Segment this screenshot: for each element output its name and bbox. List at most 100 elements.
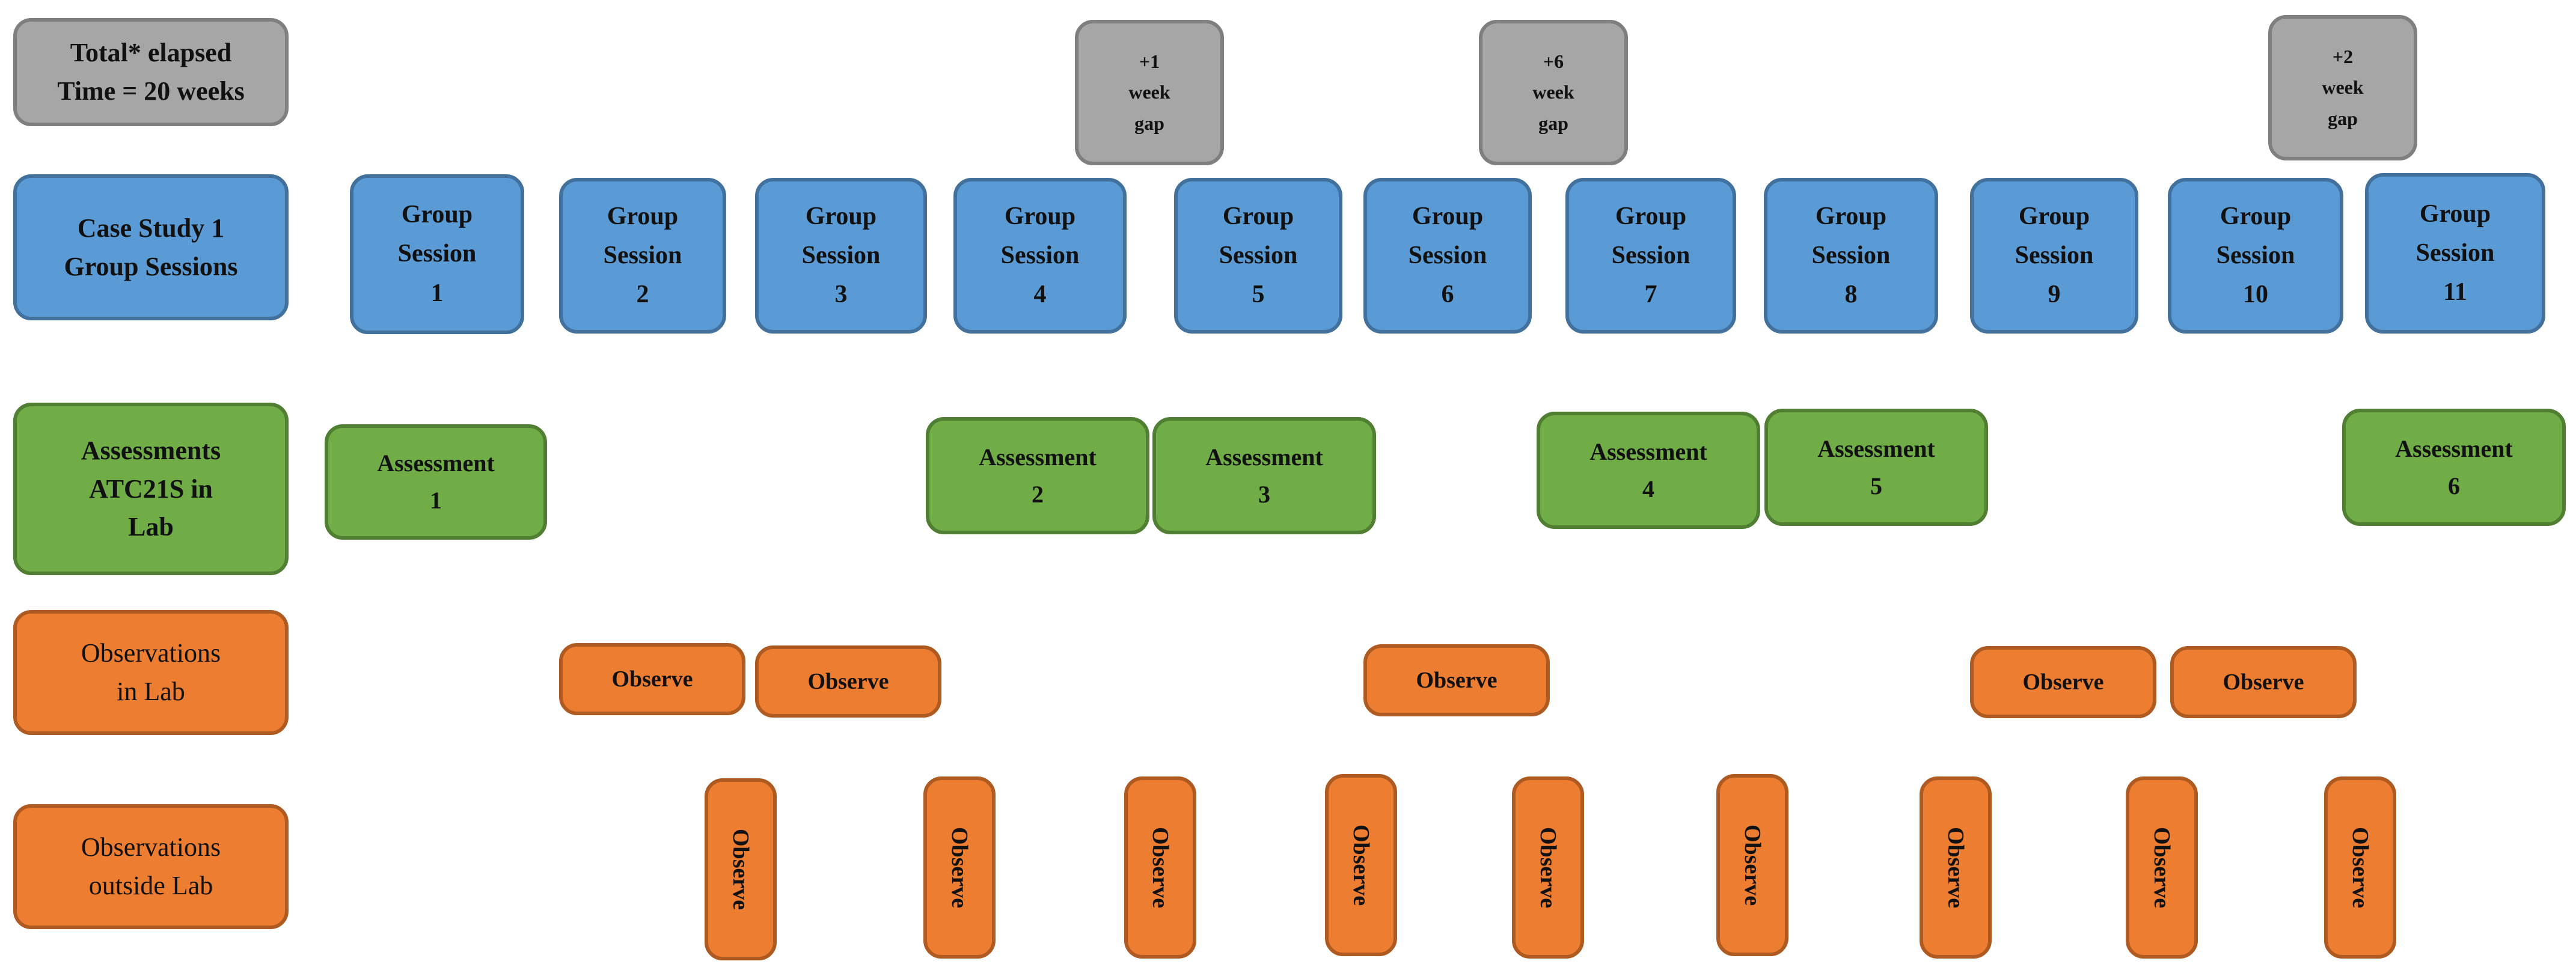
assessment-number: 1 (430, 487, 442, 514)
group-session-number: 11 (2443, 278, 2467, 307)
group-session-number: 1 (430, 279, 444, 307)
assessment-word: Assessment (2395, 435, 2513, 462)
group-session-word-session: Session (1611, 241, 1690, 269)
group-session-word-session: Session (1408, 241, 1487, 269)
observe-label: Observe (1535, 826, 1561, 909)
observe-outside-lab-box: Observe (1124, 776, 1196, 959)
group-session-box: Group Session 2 (559, 178, 726, 334)
group-session-box: Group Session 3 (755, 178, 927, 334)
assessment-number: 6 (2448, 472, 2460, 499)
observe-label: Observe (1943, 826, 1968, 909)
total-elapsed-line-1: Total* elapsed (70, 38, 232, 68)
assessment-box: Assessment 4 (1537, 412, 1760, 529)
observe-label: Observe (2022, 670, 2104, 695)
assessment-box: Assessment 6 (2342, 409, 2566, 526)
observe-label: Observe (1348, 824, 1374, 906)
observe-outside-lab-box: Observe (2126, 776, 2198, 959)
group-session-word-group: Group (1222, 202, 1294, 230)
assessment-number: 3 (1258, 480, 1270, 508)
header-observations-outside-lab-line-1: Observations (81, 832, 221, 862)
header-assessments-line-1: Assessments (81, 435, 221, 465)
group-session-number: 5 (1252, 281, 1265, 309)
group-session-word-session: Session (1811, 241, 1891, 269)
group-session-box: Group Session 1 (350, 174, 524, 334)
observe-outside-lab-box: Observe (1920, 776, 1992, 959)
group-session-word-session: Session (1000, 241, 1080, 269)
group-session-word-group: Group (607, 202, 679, 230)
group-session-box: Group Session 10 (2168, 178, 2343, 334)
observe-in-lab-box: Observe (2170, 646, 2357, 718)
gap-1-unit: week (1128, 81, 1170, 103)
group-session-word-group: Group (2220, 202, 2292, 230)
observe-label: Observe (947, 826, 972, 909)
assessment-number: 2 (1032, 480, 1044, 508)
group-session-word-group: Group (2018, 202, 2090, 230)
assessment-word: Assessment (1589, 438, 1707, 465)
header-group-sessions-line-2: Group Sessions (64, 251, 238, 281)
assessment-box: Assessment 1 (325, 424, 547, 540)
gap-3-word: gap (2328, 107, 2358, 129)
group-session-box: Group Session 11 (2365, 173, 2545, 334)
observe-label: Observe (1740, 824, 1765, 906)
header-group-sessions: Case Study 1 Group Sessions (13, 174, 289, 320)
header-observations-in-lab-line-1: Observations (81, 638, 221, 668)
observe-in-lab-box: Observe (755, 645, 941, 718)
group-session-box: Group Session 4 (953, 178, 1127, 334)
observe-in-lab-box: Observe (1970, 646, 2156, 718)
gap-3-unit: week (2322, 76, 2364, 99)
header-observations-in-lab-line-2: in Lab (117, 677, 185, 706)
header-group-sessions-line-1: Case Study 1 (77, 213, 225, 243)
gap-1-amount: +1 (1139, 50, 1160, 73)
gap-2-word: gap (1538, 112, 1568, 134)
group-session-word-group: Group (805, 202, 877, 230)
assessment-box: Assessment 2 (926, 417, 1149, 534)
header-assessments-line-2: ATC21S in (89, 474, 213, 504)
group-session-box: Group Session 8 (1764, 178, 1938, 334)
group-session-word-session: Session (2216, 241, 2295, 269)
group-session-word-group: Group (1004, 202, 1076, 230)
observe-outside-lab-box: Observe (1325, 774, 1397, 956)
group-session-number: 9 (2048, 281, 2061, 309)
observe-in-lab-box: Observe (1363, 644, 1550, 716)
group-session-word-session: Session (2015, 241, 2094, 269)
group-session-word-session: Session (1219, 241, 1298, 269)
group-session-number: 3 (834, 281, 848, 309)
group-session-number: 4 (1033, 281, 1047, 309)
group-session-box: Group Session 7 (1565, 178, 1736, 334)
assessment-number: 4 (1642, 475, 1654, 502)
observe-label: Observe (807, 669, 889, 694)
observe-label: Observe (728, 828, 753, 910)
assessment-box: Assessment 3 (1152, 417, 1376, 534)
observe-outside-lab-box: Observe (1716, 774, 1788, 956)
group-session-number: 10 (2243, 281, 2268, 309)
group-session-box: Group Session 9 (1970, 178, 2138, 334)
group-session-word-group: Group (1412, 202, 1484, 230)
gap-box-2: +6 week gap (1479, 20, 1628, 165)
assessment-word: Assessment (377, 450, 495, 477)
assessment-word: Assessment (1205, 443, 1323, 471)
header-observations-outside-lab: Observations outside Lab (13, 804, 289, 929)
header-assessments: Assessments ATC21S in Lab (13, 403, 289, 575)
header-assessments-line-3: Lab (128, 512, 174, 542)
gap-box-1: +1 week gap (1075, 20, 1224, 165)
observe-outside-lab-box: Observe (1512, 776, 1584, 959)
observe-label: Observe (1416, 668, 1498, 693)
assessment-number: 5 (1870, 472, 1882, 499)
group-session-box: Group Session 5 (1174, 178, 1342, 334)
gap-box-3: +2 week gap (2268, 15, 2417, 160)
gap-2-unit: week (1532, 81, 1574, 103)
observe-label: Observe (611, 666, 693, 692)
group-session-word-session: Session (801, 241, 881, 269)
group-session-number: 6 (1441, 281, 1454, 309)
observe-outside-lab-box: Observe (923, 776, 996, 959)
group-session-number: 7 (1644, 281, 1657, 309)
group-session-word-group: Group (2419, 200, 2491, 228)
assessment-word: Assessment (1817, 435, 1935, 462)
observe-label: Observe (2348, 826, 2373, 909)
observe-in-lab-box: Observe (559, 643, 745, 715)
observe-label: Observe (2223, 670, 2304, 695)
group-session-word-group: Group (1615, 202, 1687, 230)
gap-1-word: gap (1134, 112, 1164, 134)
observe-outside-lab-box: Observe (705, 778, 777, 960)
assessment-box: Assessment 5 (1764, 409, 1988, 526)
